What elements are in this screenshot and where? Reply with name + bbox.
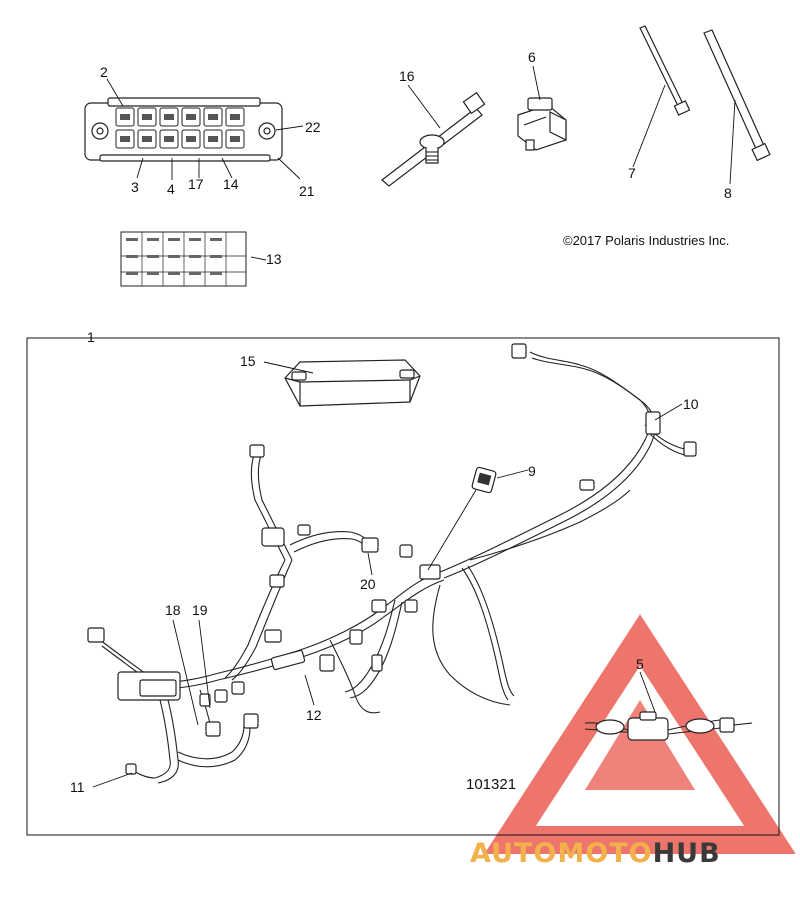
label-fine-print xyxy=(168,272,180,275)
label-fine-print xyxy=(168,255,180,258)
fuse-label-columns xyxy=(126,232,227,286)
callout-16: 16 xyxy=(399,68,415,84)
fuse-slot-marking xyxy=(142,114,152,120)
label-fine-print xyxy=(210,272,222,275)
fuse-slot-marking xyxy=(164,136,174,142)
callout-1: 1 xyxy=(87,329,95,345)
figure-number: 101321 xyxy=(466,776,516,793)
callout-15: 15 xyxy=(240,353,256,369)
label-fine-print xyxy=(126,255,138,258)
fuse-slot-marking xyxy=(186,114,196,120)
watermark-part-moto: MOTO xyxy=(557,838,652,869)
label-fine-print xyxy=(147,238,159,241)
label-fine-print xyxy=(210,238,222,241)
callout-4: 4 xyxy=(167,181,175,197)
watermark-part-hub: HUB xyxy=(653,838,721,869)
label-fine-print xyxy=(147,272,159,275)
copyright-text: ©2017 Polaris Industries Inc. xyxy=(563,233,729,248)
fuse-slot-marking xyxy=(164,114,174,120)
fuse-slot-marking xyxy=(186,136,196,142)
label-fine-print xyxy=(126,272,138,275)
fuse-slot-marking xyxy=(230,136,240,142)
cable-tie-8-part xyxy=(703,29,771,162)
label-fine-print xyxy=(126,238,138,241)
harness-assembly-frame xyxy=(26,337,780,836)
fuse-label-decal xyxy=(120,231,247,287)
callout-10: 10 xyxy=(683,396,699,412)
watermark-logo-icon xyxy=(484,614,796,854)
label-fine-print xyxy=(189,238,201,241)
label-fine-print xyxy=(147,255,159,258)
callout-13: 13 xyxy=(266,251,282,267)
inline-fuse-holder-part xyxy=(584,711,753,741)
callout-12: 12 xyxy=(306,707,322,723)
fuse-slot-grid xyxy=(115,107,245,149)
cable-tie-7-part xyxy=(639,25,691,116)
callout-9: 9 xyxy=(528,463,536,479)
watermark-part-auto: AUTO xyxy=(470,838,557,869)
harness-plug-9-part xyxy=(471,466,497,494)
callout-21: 21 xyxy=(299,183,315,199)
callout-19: 19 xyxy=(192,602,208,618)
harness-cover-part xyxy=(284,359,421,407)
callout-20: 20 xyxy=(360,576,376,592)
callout-11: 11 xyxy=(70,779,85,795)
label-fine-print xyxy=(210,255,222,258)
watermark-text: AUTOMOTOHUB xyxy=(470,838,721,869)
callout-5: 5 xyxy=(636,656,644,672)
fuse-slot-marking xyxy=(142,136,152,142)
label-fine-print xyxy=(168,238,180,241)
label-fine-print xyxy=(189,255,201,258)
cable-tie-anchor-part xyxy=(381,91,486,187)
label-fine-print xyxy=(189,272,201,275)
callout-leader-lines xyxy=(30,65,736,788)
callout-2: 2 xyxy=(100,64,108,80)
fuse-slot-marking xyxy=(230,114,240,120)
connector-plug-part xyxy=(517,97,567,151)
main-wiring-harness xyxy=(87,343,697,784)
fuse-slot-marking xyxy=(120,114,130,120)
fuse-slot-marking xyxy=(120,136,130,142)
fuse-box-part xyxy=(84,97,283,162)
callout-22: 22 xyxy=(305,119,321,135)
callout-7: 7 xyxy=(628,165,636,181)
callout-6: 6 xyxy=(528,49,536,65)
callout-17: 17 xyxy=(188,176,204,192)
callout-18: 18 xyxy=(165,602,181,618)
callout-8: 8 xyxy=(724,185,732,201)
fuse-slot-marking xyxy=(208,114,218,120)
callout-3: 3 xyxy=(131,179,139,195)
callout-14: 14 xyxy=(223,176,239,192)
callout-labels: 2 3 4 17 14 21 22 13 16 6 7 8 1 15 9 10 … xyxy=(70,49,732,795)
fuse-slot-marking xyxy=(208,136,218,142)
